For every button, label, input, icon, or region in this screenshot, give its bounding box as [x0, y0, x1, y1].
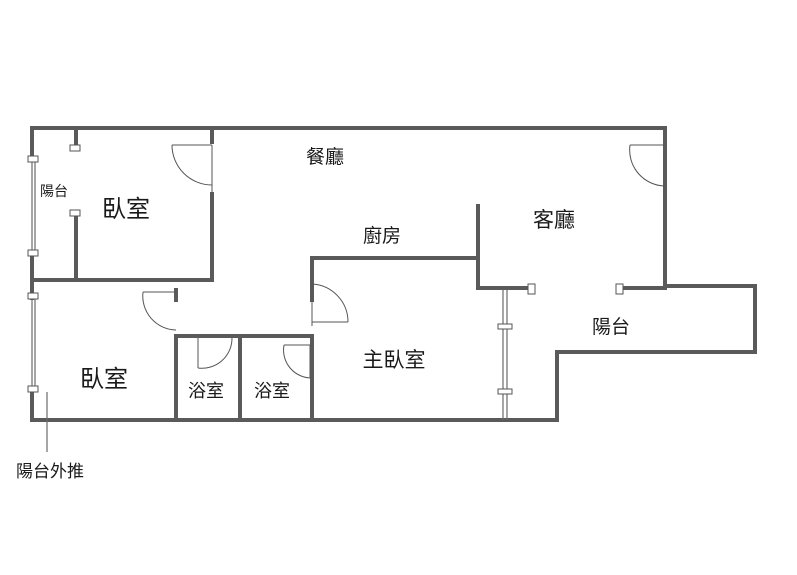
doors — [142, 144, 666, 379]
label-dining: 餐廳 — [306, 146, 344, 168]
label-bedroom-bottom: 臥室 — [80, 365, 128, 393]
label-balcony-right: 陽台 — [592, 316, 630, 338]
door-bedroom-bottom — [142, 291, 177, 331]
walls — [30, 126, 757, 422]
label-balcony-left: 陽台 — [40, 184, 68, 200]
door-bath-right — [283, 344, 313, 379]
door-master-bedroom — [311, 283, 349, 326]
label-bedroom-top: 臥室 — [102, 195, 150, 223]
label-bath-left: 浴室 — [188, 381, 224, 402]
label-bath-right: 浴室 — [254, 381, 290, 402]
label-living: 客廳 — [533, 208, 575, 232]
label-kitchen: 廚房 — [363, 224, 401, 247]
wall-markers — [27, 144, 624, 395]
door-bath-left — [197, 337, 233, 369]
door-bedroom-top — [171, 144, 213, 194]
door-living — [629, 144, 666, 187]
label-balcony-extension: 陽台外推 — [16, 462, 84, 482]
label-master-bedroom: 主臥室 — [363, 348, 426, 372]
room-labels: 餐廳 陽台 臥室 廚房 客廳 陽台 主臥室 臥室 浴室 浴室 陽台外推 — [16, 146, 630, 482]
windows — [31, 160, 508, 452]
